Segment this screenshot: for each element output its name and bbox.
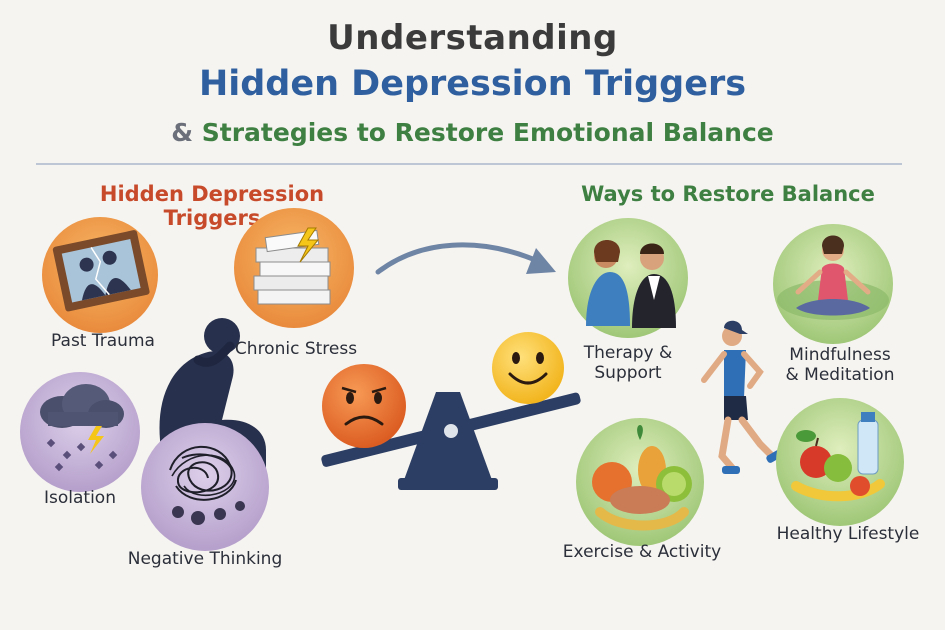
meditation-icon [777, 235, 889, 320]
storm-cloud-icon [40, 384, 124, 472]
label-therapy-support: Therapy & Support [566, 343, 690, 383]
isolation-badge [20, 372, 140, 492]
label-negative-thinking: Negative Thinking [127, 549, 283, 569]
paper-stack-lightning-icon [253, 227, 331, 305]
past-trauma-badge [42, 217, 158, 333]
label-therapy-line2: Support [594, 363, 662, 383]
title-strategies: & Strategies to Restore Emotional Balanc… [0, 118, 945, 147]
title-hidden-depression-triggers: Hidden Depression Triggers [198, 64, 747, 104]
header-divider [36, 163, 902, 165]
label-healthy-lifestyle: Healthy Lifestyle [776, 524, 920, 544]
healthy-lifestyle-badge [776, 398, 904, 526]
section-title-triggers: Hidden Depression Triggers [99, 182, 325, 230]
healthy-food-icon [592, 425, 692, 531]
label-exercise-activity: Exercise & Activity [562, 542, 722, 562]
label-mindfulness-line1: Mindfulness [789, 345, 891, 365]
title-ampersand: & [171, 118, 194, 147]
chronic-stress-badge [234, 208, 354, 328]
label-mindfulness-line2: & Meditation [785, 365, 895, 385]
seesaw-balance-icon [321, 392, 581, 490]
label-past-trauma: Past Trauma [51, 331, 155, 351]
exercise-activity-badge [576, 418, 704, 546]
happy-face-icon [492, 332, 564, 404]
negative-thinking-badge [141, 423, 269, 551]
therapy-support-badge [568, 218, 688, 338]
label-chronic-stress: Chronic Stress [234, 339, 358, 359]
therapy-session-icon [586, 240, 676, 328]
label-therapy-line1: Therapy & [583, 343, 673, 363]
label-mindfulness: Mindfulness & Meditation [770, 345, 910, 385]
runner-figure-icon [701, 320, 784, 474]
label-isolation: Isolation [44, 488, 116, 508]
section-title-balance: Ways to Restore Balance [581, 182, 875, 206]
mindfulness-badge [773, 224, 893, 344]
fruit-water-icon [791, 412, 885, 502]
title-understanding: Understanding [327, 18, 618, 58]
tangled-thoughts-icon [169, 445, 245, 525]
broken-photo-frame-icon [52, 230, 150, 312]
sad-face-icon [322, 364, 406, 448]
curved-arrow-icon [375, 242, 556, 275]
title-strategies-text: Strategies to Restore Emotional Balance [201, 118, 774, 147]
